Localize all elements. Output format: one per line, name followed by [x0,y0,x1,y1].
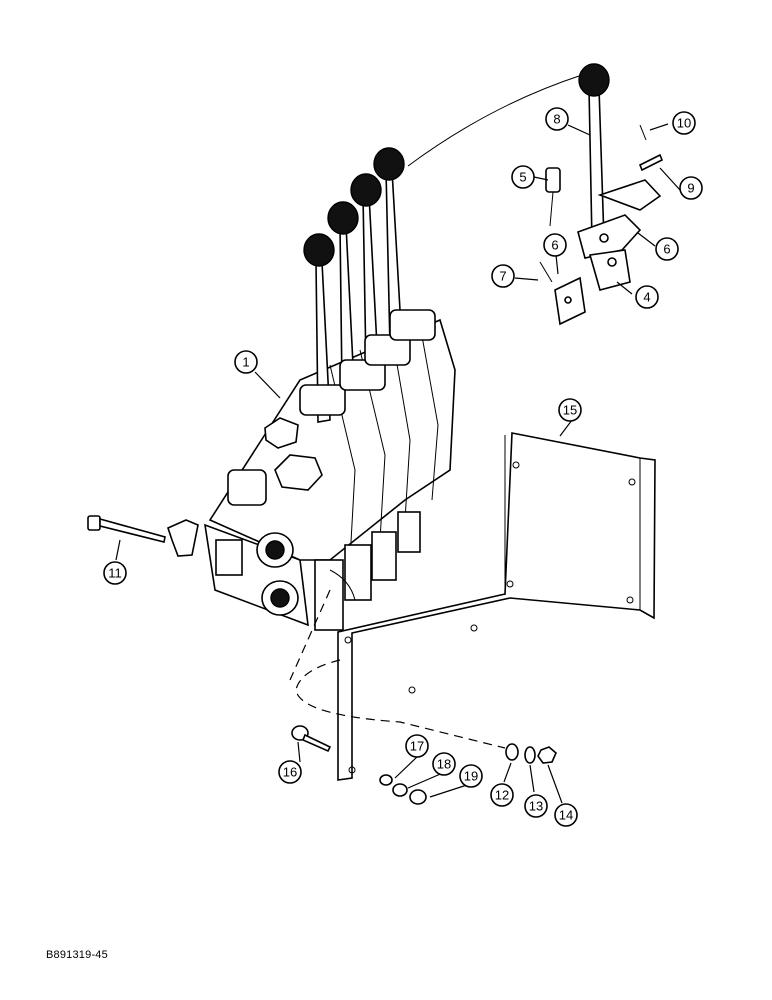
callout-19: 19 [459,764,483,788]
hardware-washers-nuts [379,743,557,805]
callout-5: 5 [511,165,535,189]
callout-4: 4 [635,285,659,309]
mounting-bracket [337,432,656,781]
callout-13: 13 [524,794,548,818]
part-7-cotter [539,261,553,283]
part-16-bolt [291,725,332,753]
lever-3 [350,173,382,368]
control-levers [299,147,436,423]
callout-14: 14 [554,803,578,827]
part-11-bolt [87,515,199,557]
svg-text:5: 5 [519,170,526,185]
svg-text:18: 18 [437,757,451,772]
figure-code: B891319-45 [46,949,108,961]
svg-text:19: 19 [464,769,478,784]
detail-small-parts [539,124,664,283]
callout-1: 1 [234,350,258,374]
svg-text:13: 13 [529,799,543,814]
hidden-line-1 [295,659,506,749]
part-9-pin [638,153,664,172]
callout-12: 12 [490,783,514,807]
svg-text:4: 4 [643,290,650,305]
leader-lines [115,123,681,804]
svg-text:14: 14 [559,808,573,823]
svg-text:15: 15 [563,403,577,418]
svg-text:9: 9 [687,181,694,196]
callout-16: 16 [278,760,302,784]
callout-7: 7 [491,264,515,288]
svg-text:1: 1 [242,355,249,370]
detail-lever [554,63,662,326]
part-5-bolt [545,167,561,193]
callout-15: 15 [558,398,582,422]
hidden-line-2 [289,589,331,681]
callout-6b: 6 [655,237,679,261]
control-valve-assembly [204,318,456,631]
svg-text:8: 8 [553,112,560,127]
svg-text:6: 6 [663,242,670,257]
callout-9: 9 [679,176,703,200]
lever-1 [303,233,335,423]
callout-18: 18 [432,752,456,776]
callout-10: 10 [672,111,696,135]
callout-6a: 6 [543,233,567,257]
svg-text:11: 11 [108,566,122,581]
part-10-cotter [639,124,647,141]
reference-curve [407,74,583,167]
callout-8: 8 [545,107,569,131]
callout-11: 11 [103,561,127,585]
svg-text:7: 7 [499,269,506,284]
svg-text:10: 10 [677,116,691,131]
svg-text:16: 16 [283,765,297,780]
svg-text:6: 6 [551,238,558,253]
svg-text:12: 12 [495,788,509,803]
callout-17: 17 [405,734,429,758]
svg-text:17: 17 [410,739,424,754]
